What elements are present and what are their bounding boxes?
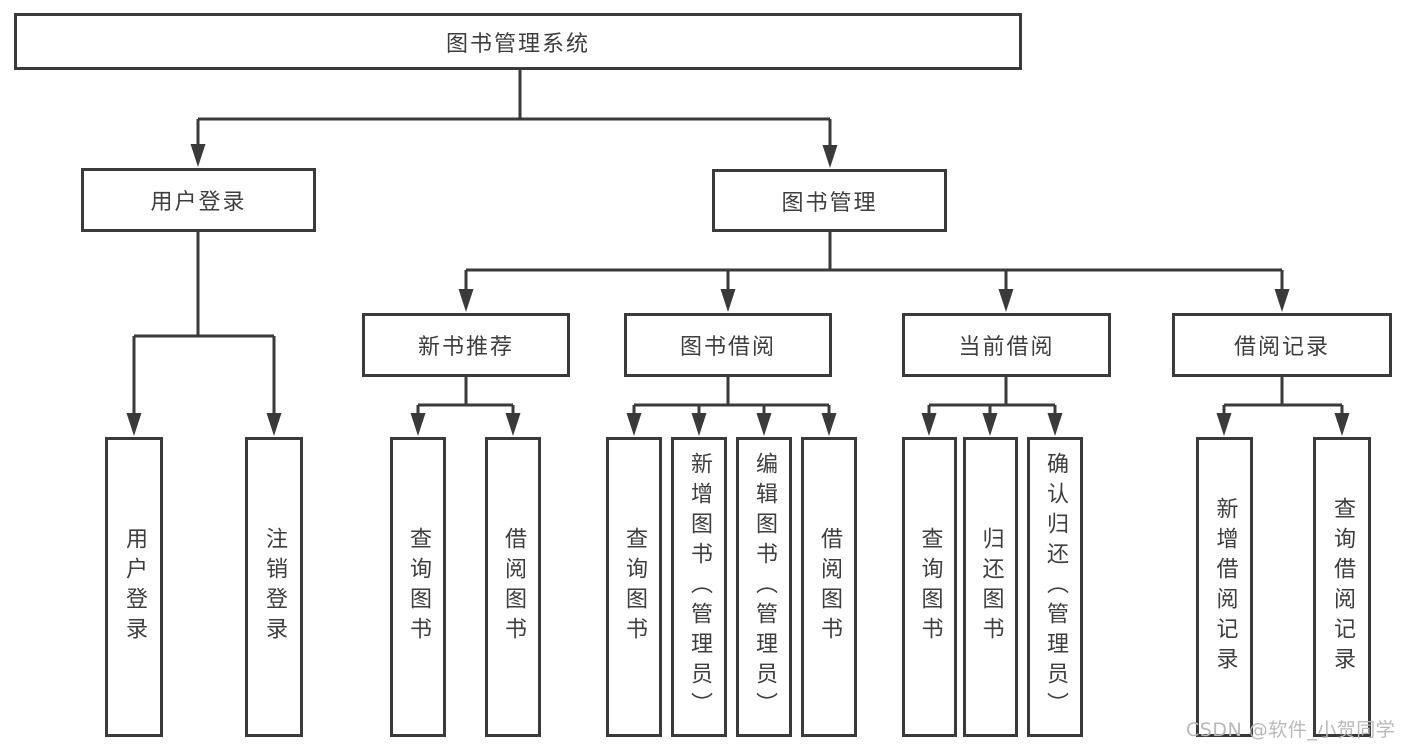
node-borrow-records-label: 借阅记录: [1233, 335, 1330, 360]
node-current-borrow-label: 当前借阅: [958, 335, 1055, 360]
leaf-records-add-label: 新增借阅记录: [1212, 497, 1238, 677]
connector-userlogin-to-leaves: [126, 232, 282, 436]
connector-root-to-level2: [190, 68, 838, 168]
leaf-bookborrow-query: 查询图书: [606, 437, 662, 737]
leaf-current-query-label: 查询图书: [917, 527, 943, 647]
node-book-borrow-label: 图书借阅: [679, 335, 776, 360]
node-new-book-recommend: 新书推荐: [362, 313, 570, 377]
leaf-bookborrow-add-admin: 新增图书（管理员）: [671, 437, 727, 737]
connector-currentborrow-to-leaves: [921, 377, 1063, 436]
leaf-logout: 注销登录: [245, 437, 303, 737]
leaf-newbooks-query-label: 查询图书: [406, 527, 431, 647]
node-root: 图书管理系统: [14, 13, 1022, 70]
connector-bookmgmt-to-level3: [458, 232, 1290, 312]
leaf-bookborrow-edit-admin: 编辑图书（管理员）: [736, 437, 792, 737]
node-borrow-records: 借阅记录: [1172, 313, 1392, 377]
leaf-user-login: 用户登录: [105, 437, 163, 737]
leaf-current-query: 查询图书: [902, 437, 957, 737]
leaf-current-return-label: 归还图书: [978, 527, 1004, 647]
csdn-watermark: CSDN @软件_小贺同学: [1186, 719, 1396, 741]
leaf-records-query: 查询借阅记录: [1313, 437, 1371, 737]
leaf-bookborrow-add-admin-label: 新增图书（管理员）: [687, 452, 712, 722]
leaf-newbooks-borrow: 借阅图书: [485, 437, 541, 737]
leaf-bookborrow-borrow-label: 借阅图书: [817, 527, 842, 647]
node-user-login: 用户登录: [81, 168, 316, 232]
leaf-records-query-label: 查询借阅记录: [1330, 497, 1355, 677]
node-user-login-label: 用户登录: [150, 190, 247, 215]
node-new-book-recommend-label: 新书推荐: [417, 335, 514, 360]
node-book-management: 图书管理: [712, 169, 947, 232]
leaf-user-login-label: 用户登录: [122, 527, 147, 647]
connector-bookborrow-to-leaves: [626, 377, 837, 436]
leaf-bookborrow-edit-admin-label: 编辑图书（管理员）: [752, 452, 777, 722]
connector-borrowrecords-to-leaves: [1216, 377, 1350, 436]
leaf-newbooks-query: 查询图书: [390, 437, 446, 737]
leaf-newbooks-borrow-label: 借阅图书: [501, 527, 526, 647]
node-root-label: 图书管理系统: [445, 31, 590, 57]
leaf-bookborrow-query-label: 查询图书: [622, 527, 647, 647]
node-current-borrow: 当前借阅: [902, 313, 1111, 377]
leaf-logout-label: 注销登录: [262, 527, 287, 647]
connector-newbooks-to-leaves: [410, 377, 521, 436]
node-book-management-label: 图书管理: [781, 190, 878, 216]
leaf-bookborrow-borrow: 借阅图书: [801, 437, 857, 737]
leaf-records-add: 新增借阅记录: [1196, 437, 1253, 737]
leaf-current-confirm-return-admin-label: 确认归还（管理员）: [1043, 452, 1068, 722]
node-book-borrow: 图书借阅: [624, 313, 832, 377]
leaf-current-return: 归还图书: [963, 437, 1018, 737]
leaf-current-confirm-return-admin: 确认归还（管理员）: [1027, 437, 1083, 737]
